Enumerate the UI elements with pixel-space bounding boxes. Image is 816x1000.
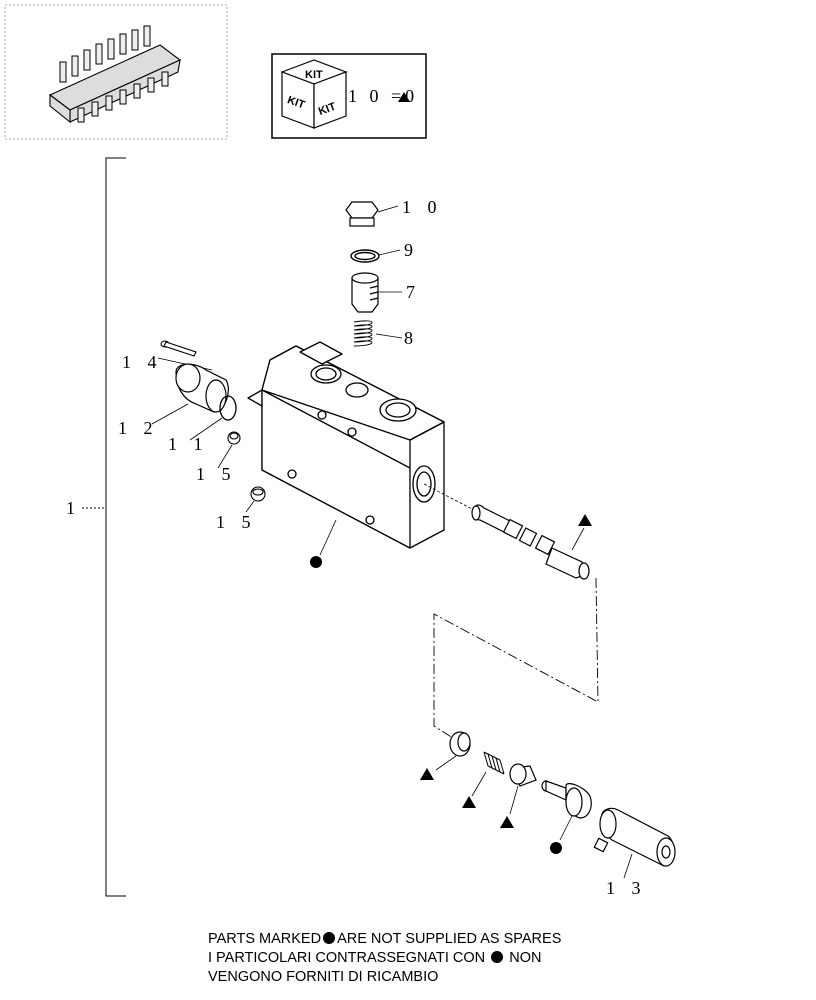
footnote-line-2b: NON — [509, 950, 542, 966]
assembly-bracket — [82, 157, 126, 897]
callout-13: 1 3 — [606, 878, 647, 898]
kit-cube-right-text: KIT — [317, 101, 338, 118]
footnote-line-2: I PARTICOLARI CONTRASSEGNATI CON NON — [208, 949, 628, 968]
o-ring-11[interactable] — [219, 395, 237, 421]
plunger[interactable] — [541, 780, 592, 819]
bolt-14[interactable] — [160, 340, 197, 357]
spool-triangle-icon — [578, 514, 592, 526]
kit-triangle-icon — [398, 92, 410, 102]
callout-8: 8 — [404, 328, 419, 348]
thumbnail-valve-bank[interactable] — [4, 4, 228, 140]
callout-11: 1 1 — [168, 434, 209, 454]
o-ring-9[interactable] — [350, 249, 380, 263]
spool[interactable] — [471, 504, 590, 580]
callout-14: 1 4 — [122, 352, 163, 372]
callout-7: 7 — [406, 282, 421, 302]
not-supplied-dot-icon — [310, 556, 322, 568]
callout-15-upper: 1 5 — [196, 464, 237, 484]
assembly-path-line — [433, 577, 599, 741]
kit-cube-top-text: KIT — [305, 69, 323, 81]
callout-1: 1 — [66, 498, 81, 518]
small-spring[interactable] — [483, 751, 505, 775]
footnote-line-1a: PARTS MARKED — [208, 931, 322, 947]
seat-triangle-icon — [420, 768, 434, 780]
seat-washer[interactable] — [449, 731, 471, 757]
callout-15-lower: 1 5 — [216, 512, 257, 532]
callout-9: 9 — [404, 240, 419, 260]
kit-ref-label: 1 0 =0 — [348, 86, 418, 106]
kit-reference-box[interactable]: KIT KIT KIT 1 0 =0 — [271, 53, 427, 139]
spring-triangle-icon — [462, 796, 476, 808]
callout-12: 1 2 — [118, 418, 159, 438]
spring-8[interactable] — [353, 320, 373, 347]
cap-13[interactable] — [593, 807, 676, 867]
callout-10: 1 0 — [402, 197, 443, 217]
piston-7[interactable] — [351, 272, 379, 313]
valve-body[interactable] — [247, 341, 445, 549]
spares-footnote: PARTS MARKED ARE NOT SUPPLIED AS SPARES I… — [208, 930, 628, 987]
kit-cube-icon — [280, 59, 348, 129]
plug-15-lower[interactable] — [250, 486, 266, 502]
bullet-dot-icon — [323, 932, 336, 944]
cup-washer[interactable] — [509, 763, 537, 787]
bullet-dot-icon-2 — [491, 951, 504, 963]
footnote-line-2a: I PARTICOLARI CONTRASSEGNATI CON — [208, 950, 486, 966]
cup-triangle-icon — [500, 816, 514, 828]
plug-10[interactable] — [345, 201, 379, 227]
footnote-line-1: PARTS MARKED ARE NOT SUPPLIED AS SPARES — [208, 930, 628, 949]
footnote-line-1b: ARE NOT SUPPLIED AS SPARES — [337, 931, 562, 947]
footnote-line-3: VENGONO FORNITI DI RICAMBIO — [208, 969, 439, 985]
kit-cube-left-text: KIT — [286, 94, 307, 111]
plug-15-upper[interactable] — [227, 431, 241, 445]
plunger-not-supplied-dot-icon — [550, 842, 562, 854]
